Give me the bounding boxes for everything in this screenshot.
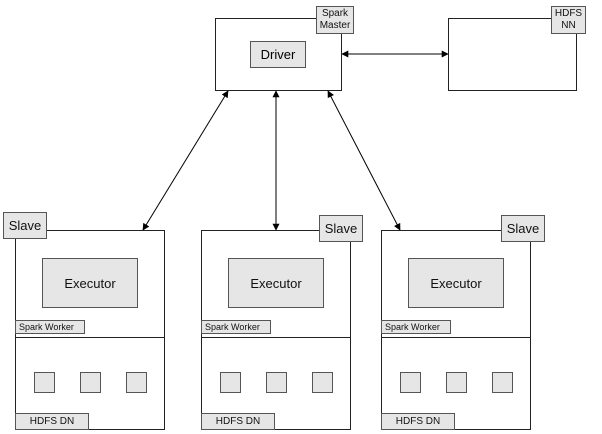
data-block [80, 372, 101, 393]
data-block [400, 372, 421, 393]
driver-box: Driver [250, 41, 306, 68]
executor-box: Executor [408, 258, 504, 308]
data-block [312, 372, 333, 393]
spark-worker-label: Spark Worker [381, 320, 451, 334]
executor-box: Executor [228, 258, 324, 308]
data-block [492, 372, 513, 393]
data-block [220, 372, 241, 393]
hdfs-datanode-label: HDFS DN [201, 413, 275, 430]
slave-divider [201, 337, 351, 338]
executor-box: Executor [42, 258, 138, 308]
spark-worker-label: Spark Worker [15, 320, 85, 334]
spark-worker-label: Spark Worker [201, 320, 271, 334]
hdfs-datanode-label: HDFS DN [381, 413, 455, 430]
data-block [446, 372, 467, 393]
spark-master-tag: Spark Master [316, 6, 354, 34]
data-block [126, 372, 147, 393]
hdfs-namenode-tag: HDFS NN [551, 6, 586, 34]
data-block [34, 372, 55, 393]
slave-tag: Slave [3, 212, 47, 239]
driver-slave1-link [142, 90, 229, 231]
slave-tag: Slave [319, 215, 363, 242]
slave-divider [15, 337, 165, 338]
data-block [266, 372, 287, 393]
hdfs-datanode-label: HDFS DN [15, 413, 89, 430]
slave-divider [381, 337, 531, 338]
driver-slave3-link [327, 90, 401, 231]
slave-tag: Slave [501, 215, 545, 242]
